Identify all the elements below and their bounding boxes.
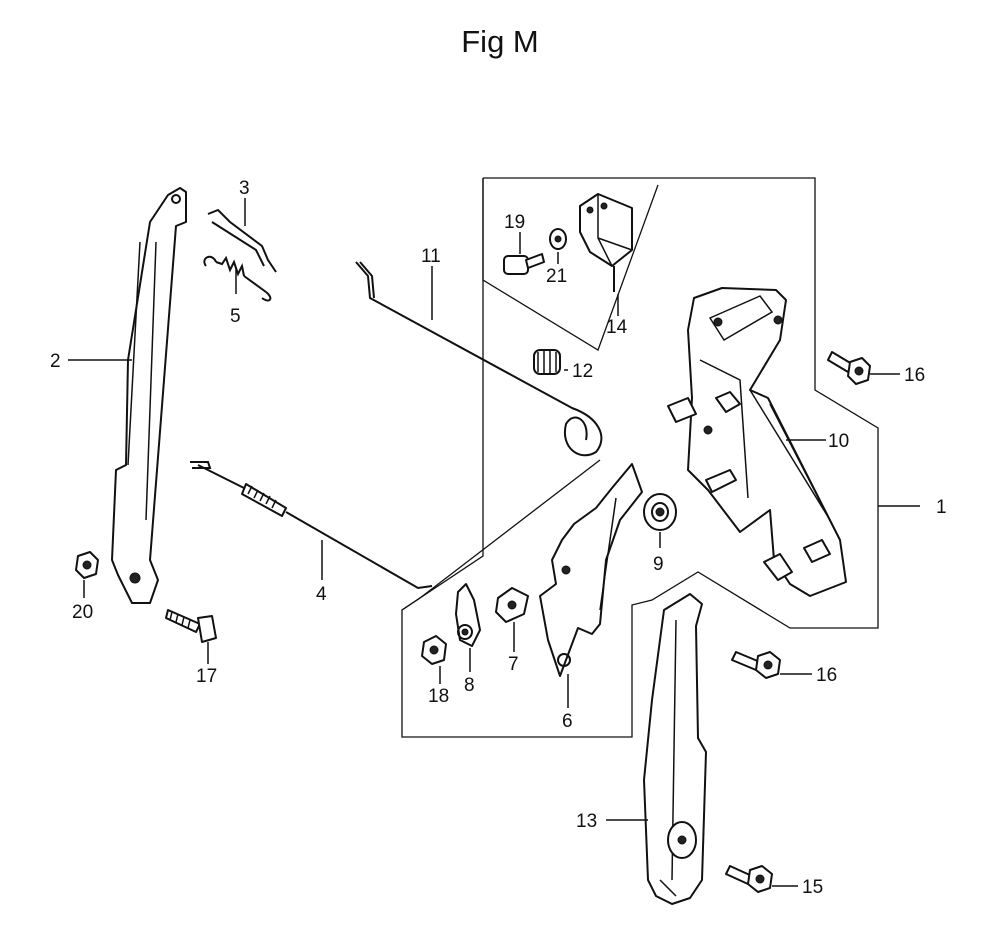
- callout-12: 12: [572, 361, 593, 382]
- callout-7: 7: [508, 654, 519, 675]
- part-flange-bolt-middle: [731, 651, 781, 679]
- callout-18: 18: [428, 686, 449, 707]
- leader-lines: [68, 198, 920, 887]
- part-lever-washer: [643, 493, 677, 531]
- callout-16-middle: 16: [816, 665, 837, 686]
- callout-9: 9: [653, 554, 664, 575]
- callout-3: 3: [239, 178, 250, 199]
- part-return-spring: [533, 349, 561, 375]
- part-stop-switch: [579, 193, 633, 292]
- callout-16-upper: 16: [904, 365, 925, 386]
- part-spring-clip: [207, 208, 277, 273]
- callout-17: 17: [196, 666, 217, 687]
- callout-1: 1: [936, 497, 947, 518]
- callout-2: 2: [50, 351, 61, 372]
- callout-21: 21: [546, 266, 567, 287]
- callout-13: 13: [576, 811, 597, 832]
- callout-5: 5: [230, 306, 241, 327]
- part-control-cover: [643, 593, 707, 905]
- callout-19: 19: [504, 212, 525, 233]
- part-washer: [495, 587, 529, 623]
- callout-14: 14: [606, 317, 628, 338]
- part-flange-bolt-lower: [725, 865, 773, 893]
- lever-group-outline: [401, 459, 601, 611]
- part-throttle-rod: [190, 461, 433, 590]
- callout-11: 11: [421, 246, 441, 267]
- switch-group-outline: [482, 178, 659, 351]
- part-choke-lever: [455, 583, 481, 647]
- part-flange-nut: [421, 635, 447, 665]
- part-hex-nut: [75, 551, 99, 579]
- part-choke-rod: [355, 261, 603, 457]
- part-flange-bolt-upper: [827, 351, 871, 385]
- callout-20: 20: [72, 602, 93, 623]
- part-pivot-bolt: [165, 609, 217, 643]
- callout-10: 10: [828, 431, 849, 452]
- part-control-lever: [539, 463, 643, 677]
- callout-6: 6: [562, 711, 573, 732]
- callout-15: 15: [802, 877, 823, 898]
- assembly-outline-1: [401, 177, 879, 738]
- callout-8: 8: [464, 675, 475, 696]
- part-small-washer: [549, 228, 567, 250]
- part-screw: [503, 253, 545, 275]
- callout-4: 4: [316, 584, 327, 605]
- part-control-lever-arm: [111, 187, 187, 604]
- part-governor-spring: [203, 255, 272, 302]
- part-control-bracket: [667, 287, 847, 597]
- figure-title: Fig M: [461, 24, 539, 59]
